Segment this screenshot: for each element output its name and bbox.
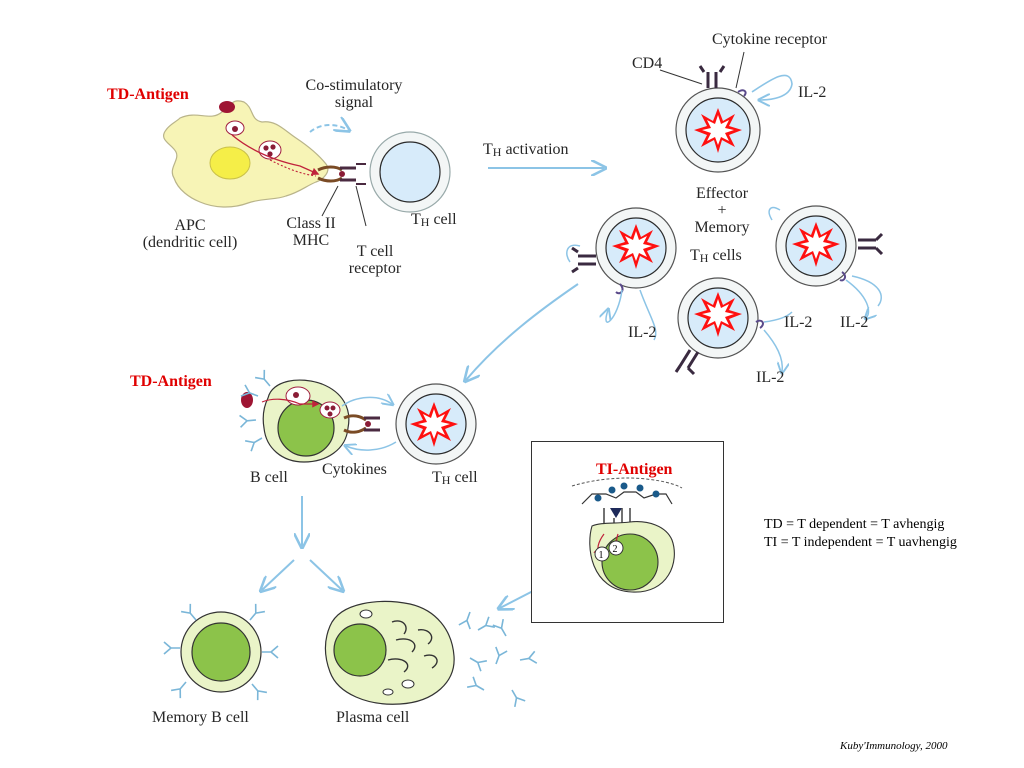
mhc-tcr-complex — [317, 163, 366, 185]
td-antigen-label-top: TD-Antigen — [107, 86, 189, 103]
il2-label-3: IL-2 — [784, 314, 813, 331]
ti-step-2: 2 — [613, 544, 618, 555]
effector-t: T — [690, 247, 700, 264]
to-plasma-arrow — [309, 559, 342, 590]
tcr-line1: T cell — [356, 243, 394, 260]
th-cell-helper — [395, 383, 477, 465]
td-antigen-particle-top — [219, 101, 235, 113]
plasma-cell-label: Plasma cell — [336, 709, 410, 726]
effector-line1: Effector — [695, 185, 749, 202]
th-subscript-mid: H — [441, 473, 451, 487]
th-subscript: H — [420, 215, 430, 229]
th-activation-subscript: H — [492, 145, 502, 159]
th-activation-suffix: activation — [501, 141, 569, 158]
cd4-label: CD4 — [632, 55, 663, 72]
il2-label-4: IL-2 — [840, 314, 869, 331]
b-cell — [261, 379, 350, 463]
effector-cells: cells — [708, 247, 742, 264]
bcell-th-synapse — [341, 397, 397, 450]
apc-line1: APC — [174, 217, 206, 234]
effector-line3: Memory — [694, 218, 750, 236]
ti-antigen-illustration: 1 2 — [571, 477, 683, 593]
cytokine-receptor-label: Cytokine receptor — [712, 31, 828, 48]
class2-mhc-label: Class II MHC — [276, 215, 346, 250]
il2-label-2: IL-2 — [628, 324, 657, 341]
b-cell-label: B cell — [250, 469, 288, 486]
citation: Kuby'Immunology, 2000 — [840, 740, 948, 752]
effector-memory-label: Effector + Memory — [680, 185, 764, 236]
costimulatory-signal-label: Co-stimulatory signal — [286, 77, 422, 112]
apc-dendritic-cell — [163, 100, 329, 208]
apc-line2: (dendritic cell) — [142, 233, 238, 251]
activated-th-cell — [659, 51, 793, 173]
th-cell-resting — [369, 131, 451, 213]
ti-antigen-label: TI-Antigen — [596, 461, 673, 478]
tcr-pointer — [355, 185, 367, 227]
effector-th-cells-label: TH cells — [690, 247, 742, 265]
plasma-cell — [324, 600, 455, 705]
memory-b-cell — [163, 603, 279, 701]
th-activation-prefix: T — [483, 141, 493, 158]
ti-antigen-panel: 1 2 TI-Antigen — [531, 441, 724, 623]
th-letter-mid: T — [432, 469, 442, 486]
secreted-antibodies — [458, 609, 538, 708]
th-cell-label-top: TH cell — [411, 211, 457, 229]
th-letter: T — [411, 211, 421, 228]
effector-to-bcell-arrow — [466, 283, 579, 380]
effector-th-cell-left — [566, 207, 677, 341]
effector-th-cell-right — [768, 205, 884, 318]
to-memory-arrow — [262, 559, 295, 590]
th-suffix-mid: cell — [450, 469, 478, 486]
memory-b-cell-label: Memory B cell — [152, 709, 249, 726]
ti-step-1: 1 — [599, 550, 604, 561]
cytokines-label: Cytokines — [322, 461, 387, 478]
th-activation-label: TH activation — [483, 141, 569, 159]
th-suffix: cell — [429, 211, 457, 228]
effector-line2: + — [717, 201, 727, 219]
costim-line1: Co-stimulatory — [305, 77, 403, 94]
effector-th-cell-bottom — [674, 277, 793, 374]
apc-label: APC (dendritic cell) — [122, 217, 258, 252]
td-antigen-particle-mid — [241, 392, 253, 408]
costimulatory-arrow — [309, 125, 348, 132]
th-cell-label-mid: TH cell — [432, 469, 478, 487]
tcr-label: T cell receptor — [334, 243, 416, 278]
tcr-line2: receptor — [348, 259, 402, 277]
class2-pointer — [321, 185, 339, 217]
il2-label-1: IL-2 — [798, 84, 827, 101]
definition-td: TD = T dependent = T avhengig — [764, 517, 945, 532]
definitions-block: TD = T dependent = T avhengig TI = T ind… — [764, 516, 957, 551]
il2-label-5: IL-2 — [756, 369, 785, 386]
td-antigen-label-mid: TD-Antigen — [130, 373, 212, 390]
class2-line1: Class II — [286, 215, 336, 232]
definition-ti: TI = T independent = T uavhengig — [764, 534, 957, 550]
effector-subscript: H — [699, 251, 709, 265]
class2-line2: MHC — [292, 231, 330, 249]
costim-line2: signal — [334, 93, 374, 111]
